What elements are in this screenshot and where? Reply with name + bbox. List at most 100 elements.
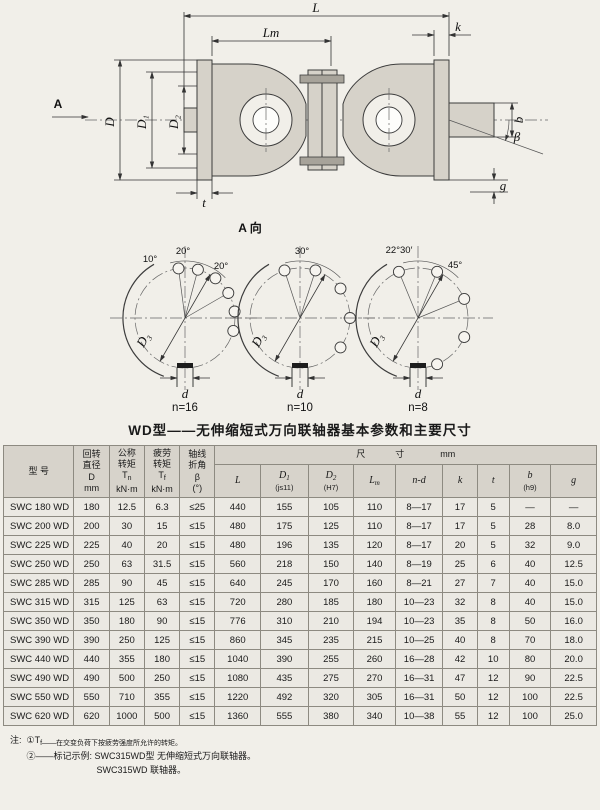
value-cell: 490: [73, 668, 110, 688]
page-title: WD型——无伸缩短式万向联轴器基本参数和主要尺寸: [128, 423, 472, 438]
value-cell: 10—38: [394, 706, 444, 726]
value-cell: ≤15: [179, 706, 216, 726]
model-cell: SWC 550 WD: [2, 687, 75, 707]
value-cell: 135: [307, 535, 355, 555]
column-header: L: [214, 464, 262, 498]
value-cell: 12: [476, 668, 510, 688]
flange-diagram-n8: 22°30′ 45° D₃ d n=8: [343, 245, 493, 414]
value-cell: 20: [442, 535, 478, 555]
value-cell: 210: [307, 611, 355, 631]
value-cell: 710: [108, 687, 145, 707]
value-cell: 440: [214, 497, 262, 517]
value-cell: 63: [108, 554, 145, 574]
value-cell: 310: [260, 611, 309, 631]
dim-label-k: k: [455, 19, 461, 34]
value-cell: 345: [260, 630, 309, 650]
column-header: n-d: [394, 464, 444, 498]
note-line: SWC315WD 联轴器。: [96, 764, 187, 775]
value-cell: 480: [214, 535, 262, 555]
d3-label: D₃: [366, 330, 386, 350]
value-cell: 140: [353, 554, 396, 574]
value-cell: 9.0: [550, 535, 597, 555]
value-cell: 250: [108, 630, 145, 650]
value-cell: 8—21: [394, 573, 444, 593]
value-cell: 125: [108, 592, 145, 612]
value-cell: 435: [260, 668, 309, 688]
value-cell: 12.5: [108, 497, 145, 517]
value-cell: 275: [307, 668, 355, 688]
model-cell: SWC 250 WD: [2, 554, 75, 574]
value-cell: 500: [108, 668, 145, 688]
value-cell: 70: [508, 630, 552, 650]
dim-label-b: b: [511, 116, 526, 123]
dim-label-d1: D₁: [134, 115, 149, 130]
value-cell: —: [508, 497, 552, 517]
bolt-count-label: n=16: [172, 402, 198, 414]
column-header: t: [476, 464, 510, 498]
model-cell: SWC 620 WD: [2, 706, 75, 726]
value-cell: 550: [73, 687, 110, 707]
dim-label-beta: β: [513, 129, 521, 144]
bolt-pattern-diagrams: 10° 20° 20° D₃ d n=16: [110, 245, 493, 414]
value-cell: 5: [476, 497, 510, 517]
dim-label-g: g: [500, 178, 507, 193]
value-cell: 18.0: [550, 630, 597, 650]
value-cell: 30: [108, 516, 145, 536]
value-cell: 27: [442, 573, 478, 593]
value-cell: 63: [143, 592, 181, 612]
value-cell: 22.5: [550, 668, 597, 688]
model-cell: SWC 315 WD: [2, 592, 75, 612]
model-cell: SWC 350 WD: [2, 611, 75, 631]
value-cell: 776: [214, 611, 262, 631]
value-cell: 35: [442, 611, 478, 631]
value-cell: 1040: [214, 649, 262, 669]
value-cell: 105: [307, 497, 355, 517]
value-cell: ≤15: [179, 535, 216, 555]
value-cell: 8: [476, 630, 510, 650]
value-cell: 185: [307, 592, 355, 612]
dim-label-d2: D₂: [166, 115, 181, 130]
dim-label-t: t: [202, 195, 206, 210]
value-cell: 20.0: [550, 649, 597, 669]
model-cell: SWC 225 WD: [2, 535, 75, 555]
value-cell: 15.0: [550, 592, 597, 612]
value-cell: 218: [260, 554, 309, 574]
value-cell: ≤15: [179, 687, 216, 707]
value-cell: 860: [214, 630, 262, 650]
value-cell: 440: [73, 649, 110, 669]
dimension-lines: [52, 12, 544, 204]
catalog-page: L Lm k D D₁ D₂ b β g t A A 向: [2, 0, 597, 778]
value-cell: 6.3: [143, 497, 181, 517]
value-cell: ≤25: [179, 497, 216, 517]
value-cell: 315: [73, 592, 110, 612]
value-cell: 40: [508, 554, 552, 574]
value-cell: 1220: [214, 687, 262, 707]
value-cell: 8: [476, 611, 510, 631]
value-cell: 640: [214, 573, 262, 593]
value-cell: 42: [442, 649, 478, 669]
note-lines: ①Tf——在交变负荷下按疲劳强度所允许的转矩。②——标记示例: SWC315WD…: [27, 734, 257, 778]
value-cell: 155: [260, 497, 309, 517]
value-cell: 40: [508, 592, 552, 612]
value-cell: 340: [353, 706, 396, 726]
d-label: d: [297, 386, 304, 401]
value-cell: 100: [508, 687, 552, 707]
note-line: ②——标记示例: SWC315WD型 无伸缩短式万向联轴器。: [26, 750, 257, 761]
value-cell: 280: [260, 592, 309, 612]
column-header: b(h9): [508, 464, 552, 498]
value-cell: 17: [442, 516, 478, 536]
model-cell: SWC 390 WD: [2, 630, 75, 650]
value-cell: ≤15: [179, 649, 216, 669]
angle-label: 20°: [214, 261, 229, 272]
value-cell: 250: [73, 554, 110, 574]
value-cell: 1360: [214, 706, 262, 726]
value-cell: 47: [442, 668, 478, 688]
value-cell: 25: [442, 554, 478, 574]
